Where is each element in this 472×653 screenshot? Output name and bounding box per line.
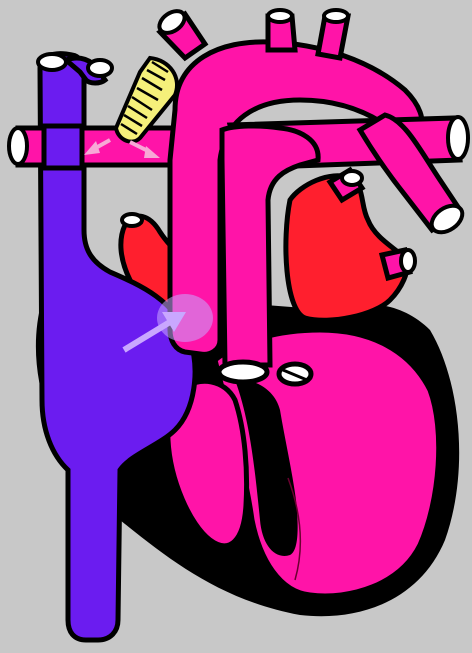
pulmonary-vein-lower-opening bbox=[401, 250, 415, 272]
pulmonary-artery-left-opening bbox=[9, 128, 27, 164]
aortic-branch-3-opening bbox=[324, 10, 348, 22]
vena-cava-opening-branch bbox=[88, 60, 112, 76]
pulmonary-vein-upper-opening bbox=[342, 171, 362, 185]
vena-cava-opening-top bbox=[38, 54, 66, 70]
pulmonary-artery-right-opening bbox=[448, 117, 468, 159]
vena-cava-crossing bbox=[44, 126, 82, 168]
pulmonary-valve bbox=[219, 362, 267, 382]
right-atrium-vessel-opening bbox=[122, 214, 142, 226]
aortic-branch-2-opening bbox=[268, 10, 292, 22]
mixing-glow bbox=[157, 294, 213, 342]
